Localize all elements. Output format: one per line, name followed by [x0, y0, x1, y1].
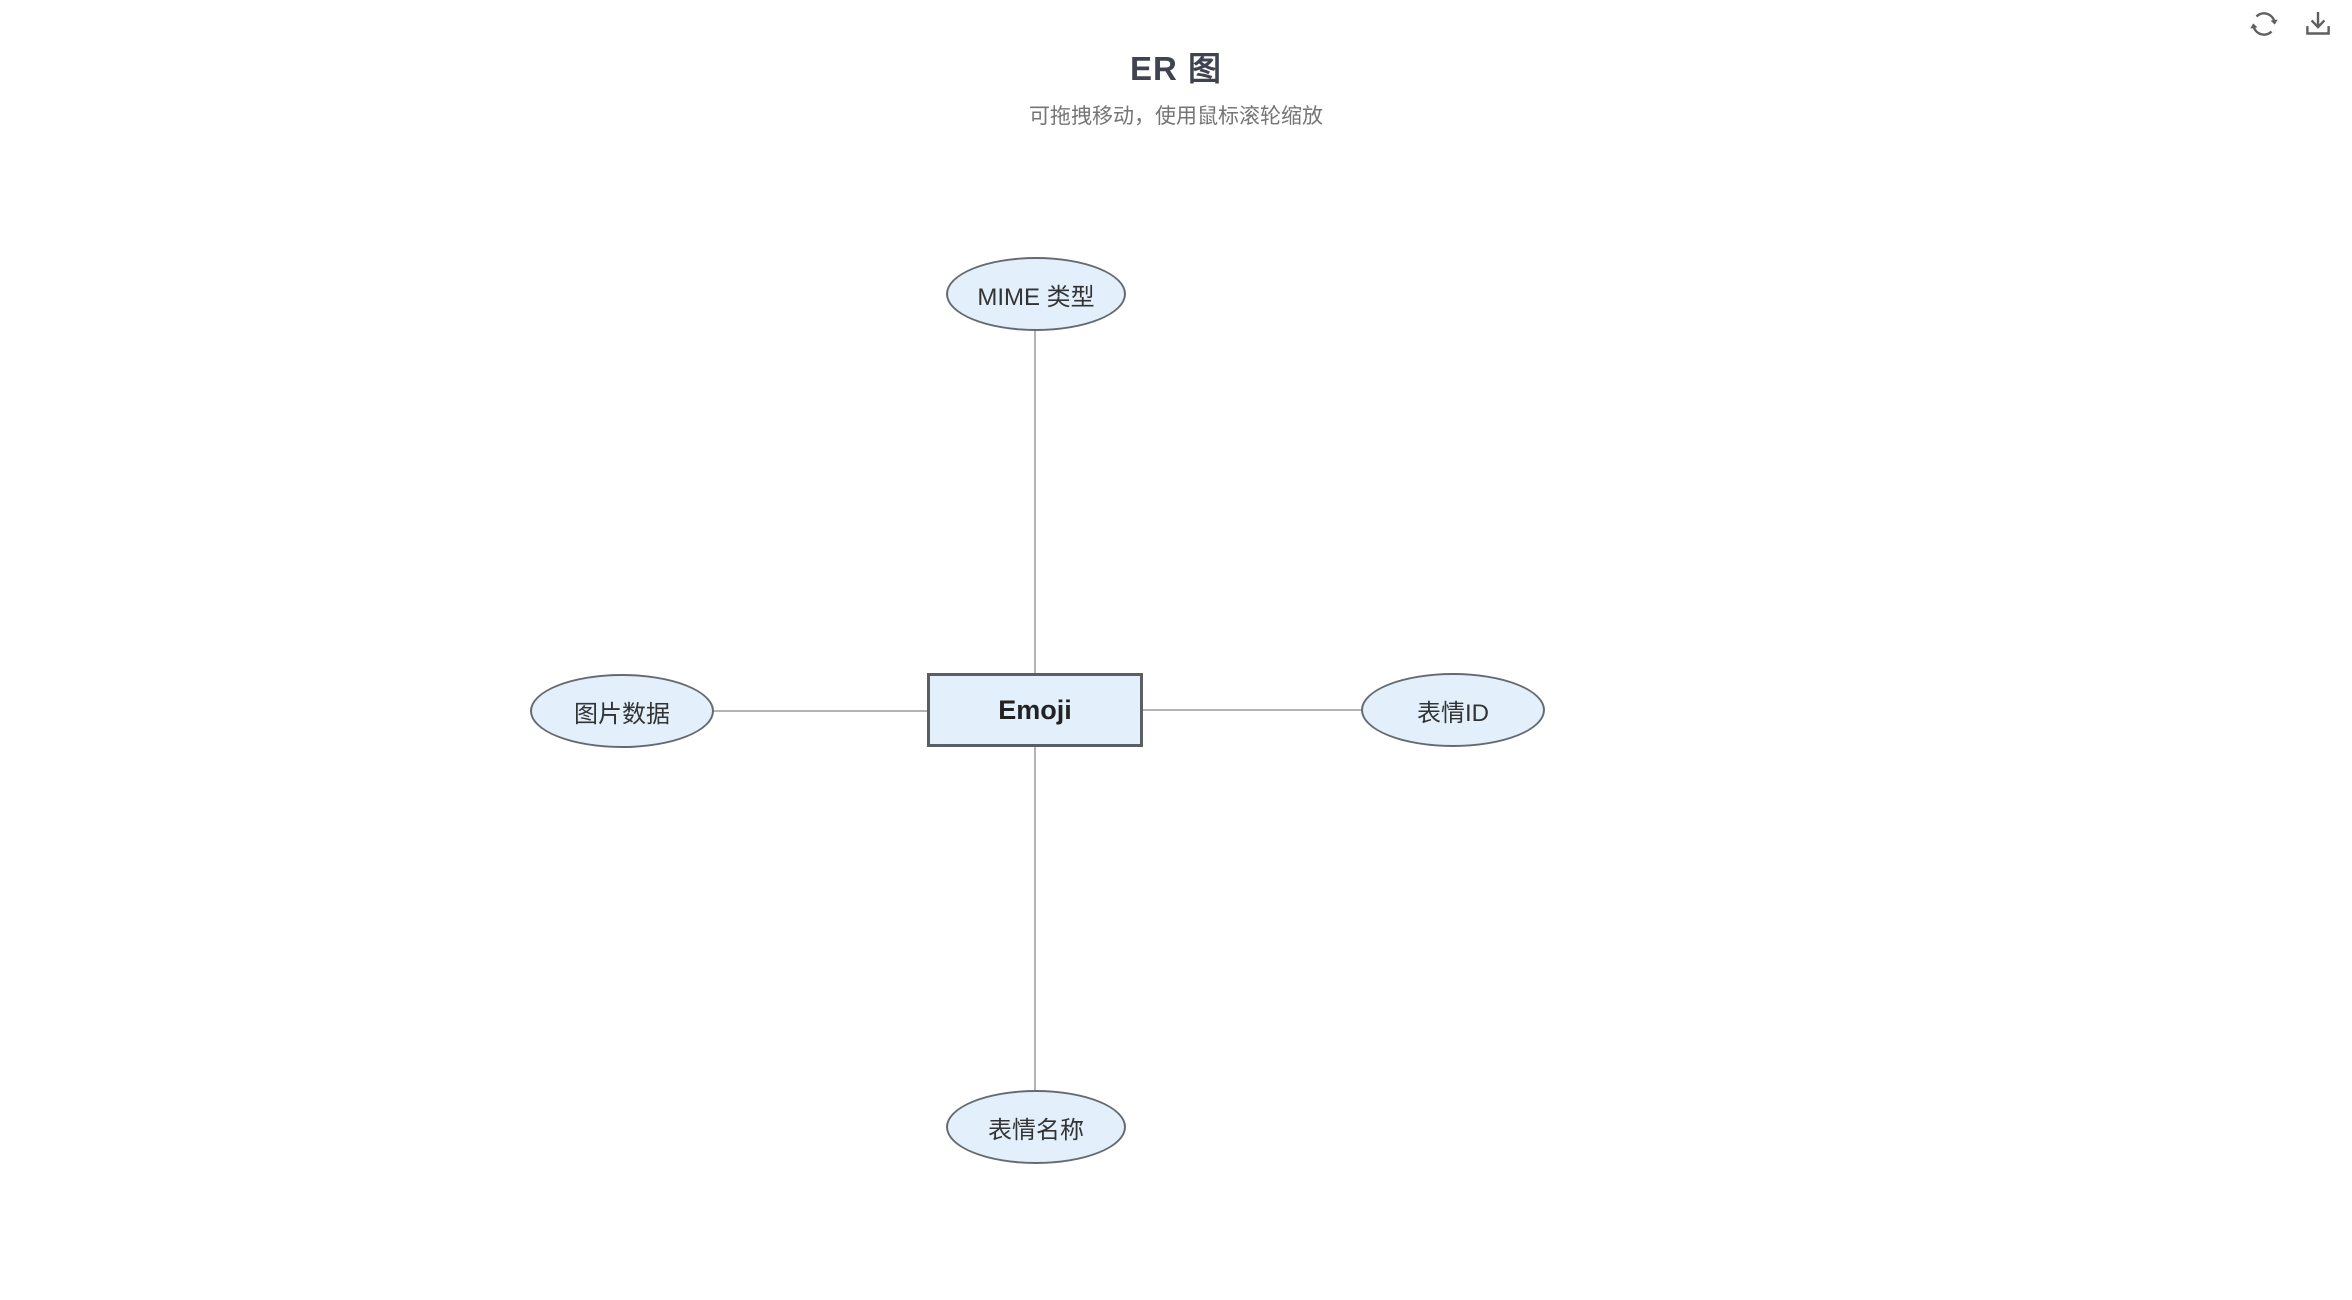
- download-button[interactable]: [2300, 8, 2336, 44]
- attribute-label: MIME 类型: [977, 283, 1095, 311]
- refresh-icon: [2247, 7, 2281, 46]
- edge-entity-to-name: [1034, 710, 1036, 1128]
- attribute-node-image-data[interactable]: 图片数据: [530, 674, 714, 748]
- attribute-label: 图片数据: [574, 700, 670, 728]
- entity-node-emoji[interactable]: Emoji: [927, 673, 1143, 747]
- edge-entity-to-id: [1034, 709, 1454, 711]
- attribute-label: 表情ID: [1417, 699, 1489, 727]
- refresh-button[interactable]: [2246, 8, 2282, 44]
- attribute-node-emoji-name[interactable]: 表情名称: [946, 1090, 1126, 1164]
- page-subtitle: 可拖拽移动，使用鼠标滚轮缩放: [1029, 105, 1323, 128]
- attribute-node-emoji-id[interactable]: 表情ID: [1361, 673, 1545, 747]
- page-title: ER 图: [1129, 50, 1222, 87]
- attribute-node-mime-type[interactable]: MIME 类型: [946, 257, 1126, 331]
- edge-entity-to-image: [622, 710, 1036, 712]
- edge-entity-to-mime: [1034, 294, 1036, 676]
- entity-label: Emoji: [998, 694, 1072, 725]
- attribute-label: 表情名称: [988, 1116, 1084, 1144]
- toolbox: [2246, 8, 2336, 44]
- download-icon: [2301, 7, 2335, 46]
